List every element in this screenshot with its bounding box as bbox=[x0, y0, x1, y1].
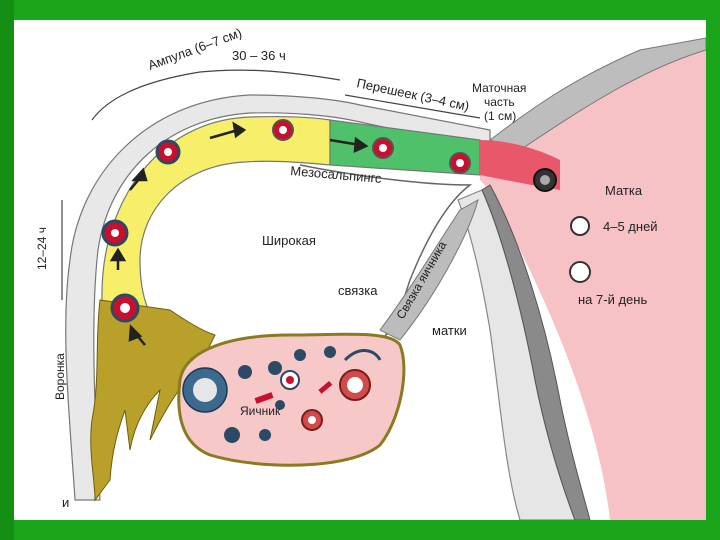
label-broad-2: связка bbox=[338, 283, 378, 298]
brace-ampulla bbox=[91, 69, 341, 121]
diagram-slide: Ампула (6–7 см) 30 – 36 ч Перешеек (3–4 … bbox=[14, 20, 706, 520]
slide-border bbox=[0, 0, 14, 540]
embryos-in-tube bbox=[101, 119, 591, 323]
ovary-follicles bbox=[182, 346, 382, 443]
endometrium bbox=[481, 184, 591, 520]
label-fimbria-and: и bbox=[62, 495, 69, 510]
ovarian-ligament bbox=[379, 198, 479, 341]
uterus-upper-wall bbox=[488, 37, 706, 151]
label-uterine-part-3: (1 см) bbox=[484, 109, 516, 123]
label-uterus: Матка bbox=[605, 183, 643, 198]
label-day-7: на 7-й день bbox=[578, 292, 647, 307]
fallopian-tube-diagram: Ампула (6–7 см) 30 – 36 ч Перешеек (3–4 … bbox=[35, 25, 706, 520]
label-uterus-genitive: матки bbox=[432, 323, 467, 338]
label-broad-1: Широкая bbox=[262, 233, 316, 248]
label-ampulla: Ампула (6–7 см) bbox=[146, 25, 244, 73]
brace-isthmus bbox=[344, 94, 481, 119]
label-infundibulum: Воронка bbox=[53, 353, 67, 400]
migration-arrows bbox=[109, 121, 369, 346]
label-ovary: Яичник bbox=[240, 404, 281, 418]
label-time-30-36: 30 – 36 ч bbox=[232, 48, 286, 63]
label-day-4-5: 4–5 дней bbox=[603, 219, 658, 234]
label-uterine-part-1: Маточная bbox=[472, 81, 526, 95]
label-uterine-part-2: часть bbox=[484, 95, 515, 109]
label-time-12-24: 12–24 ч bbox=[35, 227, 49, 270]
